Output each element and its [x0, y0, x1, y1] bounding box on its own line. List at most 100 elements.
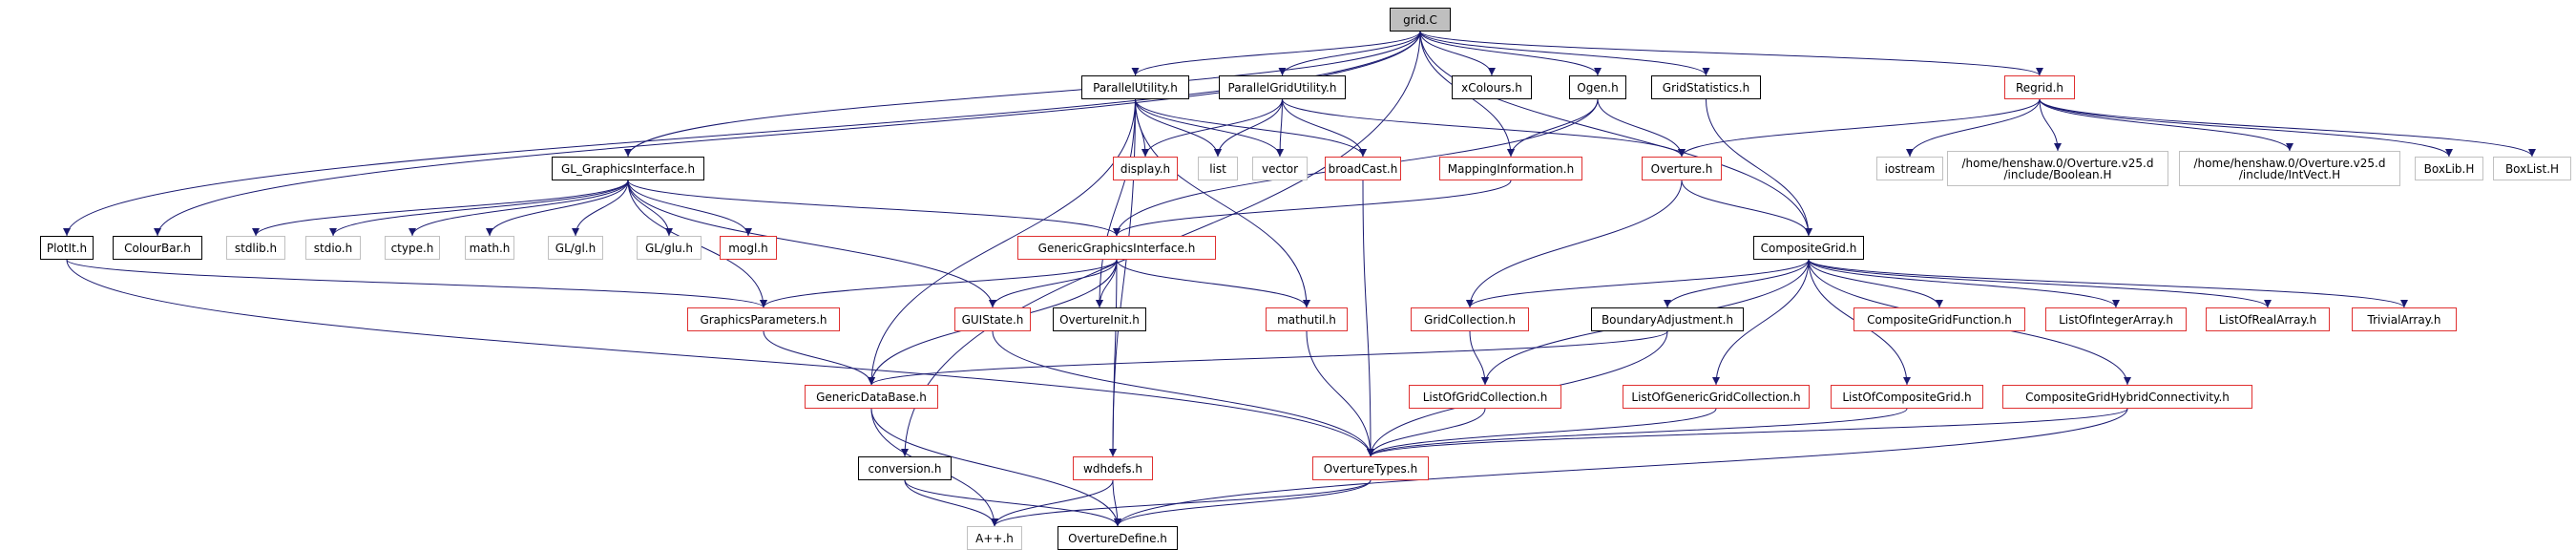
edge-plotit-to-graphics-parameters: [66, 259, 767, 308]
node-composite-grid-function[interactable]: CompositeGridFunction.h: [1853, 307, 2025, 331]
edge-gl-graphics-interface-to-mogl: [627, 180, 752, 237]
edge-composite-grid-to-boundary-adjustment: [1664, 259, 1810, 308]
edge-grid-c-to-gl-graphics-interface: [624, 31, 1421, 158]
node-stdio: stdio.h: [305, 236, 361, 260]
node-overture-init[interactable]: OvertureInit.h: [1053, 307, 1146, 331]
node-list: list: [1198, 157, 1238, 180]
edge-regrid-to-intvect-h: [2039, 98, 2293, 152]
edge-boundary-adjustment-to-generic-data-base: [868, 330, 1668, 386]
node-list-of-grid-collection[interactable]: ListOfGridCollection.h: [1409, 385, 1561, 409]
node-mathutil[interactable]: mathutil.h: [1266, 307, 1348, 331]
edge-parallel-grid-utility-to-broadcast: [1282, 98, 1367, 158]
edge-parallel-grid-utility-to-list: [1214, 98, 1283, 158]
node-boolean-h: /home/henshaw.0/Overture.v25.d /include/…: [1947, 151, 2168, 186]
edge-regrid-to-boxlist: [2039, 98, 2536, 158]
node-overture-types[interactable]: OvertureTypes.h: [1312, 456, 1429, 480]
node-composite-grid-hybrid-connectivity[interactable]: CompositeGridHybridConnectivity.h: [2002, 385, 2252, 409]
edge-overture-types-to-overture-define: [1114, 479, 1372, 527]
edge-plotit-to-overture-types: [66, 259, 1374, 457]
node-grid-collection[interactable]: GridCollection.h: [1411, 307, 1529, 331]
edge-list-of-grid-collection-to-overture-types: [1367, 408, 1486, 457]
edge-mathutil-to-overture-types: [1306, 330, 1374, 457]
node-list-of-real-array[interactable]: ListOfRealArray.h: [2206, 307, 2330, 331]
node-list-of-integer-array[interactable]: ListOfIntegerArray.h: [2045, 307, 2187, 331]
node-gl-gl: GL/gl.h: [548, 236, 603, 260]
edge-overture-types-to-aplusplus: [991, 479, 1372, 527]
node-display[interactable]: display.h: [1113, 157, 1178, 180]
node-ctype: ctype.h: [385, 236, 440, 260]
node-overture[interactable]: Overture.h: [1642, 157, 1722, 180]
node-broadcast[interactable]: broadCast.h: [1325, 157, 1401, 180]
node-boundary-adjustment[interactable]: BoundaryAdjustment.h: [1591, 307, 1744, 331]
node-overture-define[interactable]: OvertureDefine.h: [1058, 526, 1178, 550]
node-plotit[interactable]: PlotIt.h: [40, 236, 94, 260]
node-generic-data-base[interactable]: GenericDataBase.h: [805, 385, 938, 409]
edge-composite-grid-to-trivial-array: [1808, 259, 2408, 308]
edge-grid-c-to-xcolours: [1419, 31, 1496, 76]
node-list-of-generic-grid-collection[interactable]: ListOfGenericGridCollection.h: [1623, 385, 1810, 409]
node-gl-graphics-interface[interactable]: GL_GraphicsInterface.h: [552, 157, 704, 180]
node-graphics-parameters[interactable]: GraphicsParameters.h: [687, 307, 840, 331]
node-gl-glu: GL/glu.h: [637, 236, 702, 260]
edge-parallel-grid-utility-to-vector: [1276, 98, 1285, 158]
edge-graphics-parameters-to-generic-data-base: [763, 330, 875, 386]
edge-list-of-composite-grid-to-overture-types: [1367, 408, 1908, 457]
node-regrid[interactable]: Regrid.h: [2004, 75, 2075, 99]
edge-conversion-to-overture-define: [904, 479, 1121, 527]
node-gui-state[interactable]: GUIState.h: [954, 307, 1031, 331]
edge-generic-graphics-interface-to-wdhdefs: [1109, 259, 1118, 457]
node-grid-c[interactable]: grid.C: [1390, 8, 1451, 32]
edge-gui-state-to-overture-types: [992, 330, 1374, 457]
edge-grid-c-to-parallel-grid-utility: [1278, 31, 1421, 76]
node-xcolours[interactable]: xColours.h: [1452, 75, 1532, 99]
edge-gl-graphics-interface-to-ctype: [408, 180, 629, 237]
edge-gl-graphics-interface-to-stdio: [329, 180, 629, 237]
node-mogl[interactable]: mogl.h: [720, 236, 777, 260]
node-wdhdefs[interactable]: wdhdefs.h: [1073, 456, 1153, 480]
edge-conversion-to-aplusplus: [904, 479, 998, 527]
node-list-of-composite-grid[interactable]: ListOfCompositeGrid.h: [1831, 385, 1983, 409]
edge-grid-c-to-parallel-utility: [1131, 31, 1421, 76]
node-vector: vector: [1252, 157, 1308, 180]
edge-wdhdefs-to-overture-define: [1112, 479, 1121, 527]
node-ogen[interactable]: Ogen.h: [1569, 75, 1626, 99]
edge-gl-graphics-interface-to-gl-gl: [572, 180, 629, 237]
node-conversion[interactable]: conversion.h: [858, 456, 952, 480]
edge-parallel-utility-to-list: [1135, 98, 1222, 158]
node-iostream: iostream: [1876, 157, 1943, 180]
node-grid-statistics[interactable]: GridStatistics.h: [1651, 75, 1761, 99]
edge-generic-graphics-interface-to-gui-state: [989, 259, 1118, 308]
edge-broadcast-to-overture-types: [1362, 180, 1374, 457]
node-intvect-h: /home/henshaw.0/Overture.v25.d /include/…: [2179, 151, 2400, 186]
edge-composite-grid-hybrid-connectivity-to-overture-types: [1367, 408, 2128, 457]
node-mapping-information[interactable]: MappingInformation.h: [1439, 157, 1582, 180]
edge-grid-c-to-plotit: [63, 31, 1421, 237]
edge-gl-graphics-interface-to-generic-graphics-interface: [627, 180, 1120, 237]
edge-grid-c-to-regrid: [1419, 31, 2043, 76]
edge-composite-grid-to-list-of-integer-array: [1808, 259, 2120, 308]
edge-regrid-to-overture: [1678, 98, 2041, 158]
edge-composite-grid-to-list-of-generic-grid-collection: [1712, 259, 1810, 386]
edge-parallel-utility-to-vector: [1135, 98, 1284, 158]
node-composite-grid[interactable]: CompositeGrid.h: [1753, 236, 1864, 260]
edge-grid-c-to-composite-grid: [1419, 31, 1812, 237]
edge-parallel-utility-to-overture-init: [1096, 98, 1136, 308]
edge-list-of-generic-grid-collection-to-overture-types: [1367, 408, 1717, 457]
edge-generic-graphics-interface-to-mathutil: [1116, 259, 1310, 308]
edge-overture-to-composite-grid: [1681, 180, 1812, 237]
edge-composite-grid-to-composite-grid-function: [1808, 259, 1943, 308]
edge-grid-c-to-ogen: [1419, 31, 1602, 76]
edge-wdhdefs-to-aplusplus: [991, 479, 1114, 527]
node-stdlib: stdlib.h: [226, 236, 285, 260]
edge-regrid-to-boxlib: [2039, 98, 2453, 158]
node-parallel-utility[interactable]: ParallelUtility.h: [1081, 75, 1189, 99]
node-generic-graphics-interface[interactable]: GenericGraphicsInterface.h: [1017, 236, 1216, 260]
edge-composite-grid-to-grid-collection: [1466, 259, 1810, 308]
node-colourbar[interactable]: ColourBar.h: [113, 236, 202, 260]
node-parallel-grid-utility[interactable]: ParallelGridUtility.h: [1219, 75, 1346, 99]
node-trivial-array[interactable]: TrivialArray.h: [2352, 307, 2457, 331]
edge-composite-grid-to-list-of-real-array: [1808, 259, 2272, 308]
edge-gl-graphics-interface-to-gl-glu: [627, 180, 673, 237]
